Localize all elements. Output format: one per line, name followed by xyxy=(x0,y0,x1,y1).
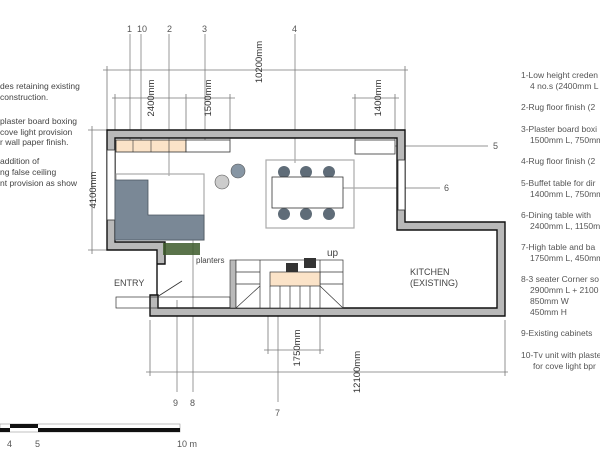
legend-line: 1400mm L, 750mm xyxy=(530,189,600,199)
dining-chair xyxy=(300,208,312,220)
note-line: ng false ceiling xyxy=(0,167,57,177)
dining-chair xyxy=(278,208,290,220)
corner-sofa xyxy=(114,179,205,241)
high-table xyxy=(269,271,321,287)
dim-10200: 10200mm xyxy=(254,41,265,83)
legend-line: 1500mm L, 750mm xyxy=(530,135,600,145)
stair-wall xyxy=(229,259,237,309)
dining-table xyxy=(271,176,344,209)
callout-numbers: 1 10 2 3 4 5 6 7 8 9 xyxy=(127,24,498,418)
legend-line: 1-Low height creden xyxy=(521,70,598,80)
legend-line: 2900mm L + 2100 xyxy=(530,285,599,295)
legend-line: 6-Dining table with xyxy=(521,210,591,220)
dim-4100: 4100mm xyxy=(88,171,99,208)
dining-rug xyxy=(265,159,355,229)
window xyxy=(106,149,116,221)
dim-1400: 1400mm xyxy=(373,79,384,116)
dim-1750: 1750mm xyxy=(292,329,303,366)
stairs-up-label: up xyxy=(327,248,339,259)
note-line: addition of xyxy=(0,156,40,166)
kitchen-label: KITCHEN xyxy=(410,267,450,277)
legend-line: for cove light bpr xyxy=(533,361,596,371)
dining-chair xyxy=(323,166,335,178)
legend-line: 3-Plaster board boxi xyxy=(521,124,597,134)
legend: 1-Low height creden 4 no.s (2400mm L 2-R… xyxy=(521,70,600,371)
dim-2400: 2400mm xyxy=(146,79,157,116)
bar-stool xyxy=(286,263,298,272)
bar-stool xyxy=(304,258,316,268)
kitchen-existing-label: (EXISTING) xyxy=(410,278,458,288)
dim-12100: 12100mm xyxy=(352,351,363,393)
callout-5: 5 xyxy=(493,141,498,151)
existing-cabinets xyxy=(115,296,231,309)
legend-line: 850mm W xyxy=(530,296,569,306)
buffet-table xyxy=(354,139,396,155)
callout-3: 3 xyxy=(202,24,207,34)
legend-line: 4 no.s (2400mm L xyxy=(530,81,599,91)
legend-line: 8-3 seater Corner so xyxy=(521,274,599,284)
callout-6: 6 xyxy=(444,183,449,193)
legend-line: 7-High table and ba xyxy=(521,242,595,252)
callout-10: 10 xyxy=(137,24,147,34)
callout-1: 1 xyxy=(127,24,132,34)
side-table xyxy=(230,163,246,179)
plaster-boxing xyxy=(185,139,231,153)
legend-line: 4-Rug floor finish (2 xyxy=(521,156,595,166)
dining-chair xyxy=(323,208,335,220)
note-line: des retaining existing xyxy=(0,81,80,91)
planters xyxy=(163,243,200,255)
legend-line: 2-Rug floor finish (2 xyxy=(521,102,595,112)
legend-line: 10-Tv unit with plaste xyxy=(521,350,600,360)
scale-tick-10: 10 m xyxy=(177,439,197,449)
left-notes: des retaining existing construction. pla… xyxy=(0,81,80,188)
planters-label: planters xyxy=(196,256,224,265)
callout-7: 7 xyxy=(275,408,280,418)
dim-1500: 1500mm xyxy=(203,79,214,116)
dimension-lines xyxy=(88,66,508,376)
callout-4: 4 xyxy=(292,24,297,34)
note-line: nt provision as show xyxy=(0,178,78,188)
callout-9: 9 xyxy=(173,398,178,408)
dining-chair xyxy=(278,166,290,178)
legend-line: 2400mm L, 1150mm xyxy=(530,221,600,231)
window xyxy=(397,159,406,211)
note-line: r wall paper finish. xyxy=(0,137,69,147)
callout-8: 8 xyxy=(190,398,195,408)
furniture xyxy=(114,139,396,309)
dining-chair xyxy=(300,166,312,178)
entry-door xyxy=(156,280,183,298)
legend-line: 1750mm L, 450mm xyxy=(530,253,600,263)
legend-line: 450mm H xyxy=(530,307,567,317)
callout-2: 2 xyxy=(167,24,172,34)
legend-line: 9-Existing cabinets xyxy=(521,328,592,338)
note-line: cove light provision xyxy=(0,127,73,137)
scale-tick-5: 5 xyxy=(35,439,40,449)
scale-tick-4: 4 xyxy=(7,439,12,449)
entry-label: ENTRY xyxy=(114,278,144,288)
scale-bar: 4 5 10 m xyxy=(0,423,197,449)
side-table xyxy=(214,174,230,190)
note-line: construction. xyxy=(0,92,48,102)
legend-line: 5-Buffet table for dir xyxy=(521,178,596,188)
note-line: plaster board boxing xyxy=(0,116,77,126)
